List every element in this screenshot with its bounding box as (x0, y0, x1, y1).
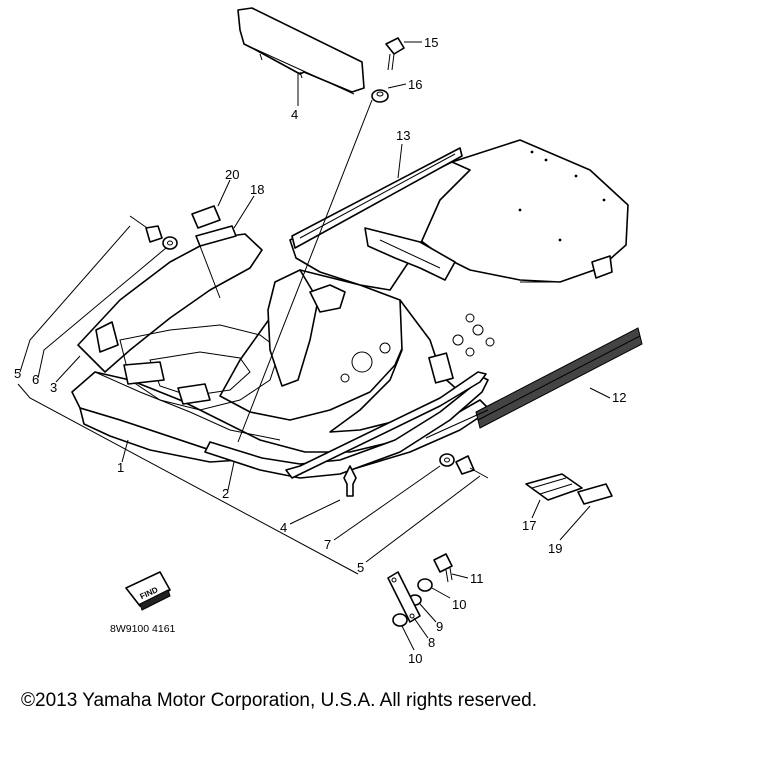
part-19-decal (577, 483, 613, 505)
callout-1: 1 (117, 460, 124, 475)
part-18-decal (195, 225, 237, 247)
leader-lines (17, 41, 611, 651)
part-10-washer-lower (392, 613, 408, 627)
part-5-fastener-right (455, 455, 489, 479)
callout-19: 19 (548, 541, 562, 556)
part-8-bracket (387, 571, 421, 623)
callout-10-lower: 10 (408, 651, 422, 666)
part-4-clip (343, 465, 357, 497)
callout-13: 13 (396, 128, 410, 143)
callout-16: 16 (408, 77, 422, 92)
callout-3: 3 (50, 380, 57, 395)
callout-17: 17 (522, 518, 536, 533)
callout-18: 18 (250, 182, 264, 197)
callout-labels: 15 16 4 13 20 18 5 6 3 1 2 4 7 5 11 10 9… (14, 35, 626, 666)
part-20-decal (191, 205, 221, 229)
part-12-strip (475, 327, 643, 429)
part-11-bolt (433, 553, 453, 583)
part-6-washer-left (162, 236, 178, 250)
callout-15: 15 (424, 35, 438, 50)
callout-5-bottom: 5 (357, 560, 364, 575)
callout-14: 4 (291, 107, 298, 122)
callout-10-upper: 10 (452, 597, 466, 612)
part-5-fastener-left (129, 215, 163, 243)
drawing-code: 8W9100 4161 (110, 623, 176, 635)
part-14-shield (237, 7, 365, 95)
part-7-washer-right (439, 453, 455, 467)
part-16-nut (371, 89, 389, 103)
body-shell (71, 139, 629, 479)
callout-8: 8 (428, 635, 435, 650)
copyright-notice: ©2013 Yamaha Motor Corporation, U.S.A. A… (21, 690, 537, 711)
callout-12: 12 (612, 390, 626, 405)
callout-4: 4 (280, 520, 287, 535)
part-17-decal (525, 473, 583, 501)
part-10-washer-upper (417, 578, 433, 592)
find-badge: FIND (125, 571, 171, 611)
callout-5-left: 5 (14, 366, 21, 381)
part-15-bolt (385, 37, 405, 71)
callout-2: 2 (222, 486, 229, 501)
callout-20: 20 (225, 167, 239, 182)
callout-7: 7 (324, 537, 331, 552)
part-13-strip (291, 147, 463, 249)
callout-11: 11 (470, 571, 484, 586)
callout-9: 9 (436, 619, 443, 634)
callout-6: 6 (32, 372, 39, 387)
